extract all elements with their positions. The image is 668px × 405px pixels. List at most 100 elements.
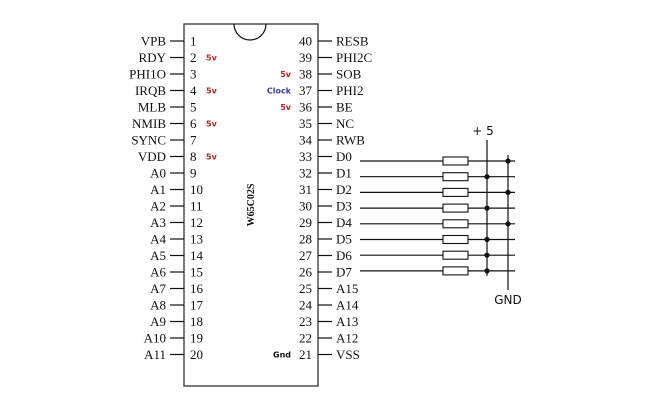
pin-name: SYNC bbox=[131, 133, 166, 148]
pin-number: 4 bbox=[190, 83, 197, 98]
pin-number: 5 bbox=[190, 100, 197, 115]
pin-name: NMIB bbox=[132, 116, 166, 131]
junction-dot bbox=[484, 236, 490, 243]
resistor bbox=[442, 219, 469, 229]
pin-name: VPB bbox=[141, 34, 167, 49]
pin-note: 5v bbox=[280, 70, 292, 79]
pin-name: D5 bbox=[336, 232, 352, 247]
data-bus-resistor-network: + 5 GND bbox=[360, 124, 522, 307]
pin-number: 22 bbox=[299, 331, 312, 346]
pin-name: PHI2 bbox=[336, 83, 363, 98]
pin-name: A11 bbox=[144, 347, 166, 362]
pin-name: MLB bbox=[138, 100, 167, 115]
pin-number: 33 bbox=[299, 149, 312, 164]
pin-number: 12 bbox=[190, 215, 203, 230]
junction-dot bbox=[484, 268, 490, 274]
pin-number: 40 bbox=[299, 34, 312, 49]
pin-5-mlb: MLB 5 bbox=[138, 100, 197, 115]
pin-number: 11 bbox=[190, 199, 203, 214]
pin-number: 2 bbox=[190, 50, 197, 65]
pin-note: 5v bbox=[206, 54, 218, 63]
pin-number: 38 bbox=[299, 67, 312, 82]
resistor bbox=[442, 234, 469, 245]
junction-dot bbox=[484, 174, 490, 180]
junction-dot bbox=[505, 189, 511, 195]
junction-dot bbox=[484, 252, 490, 258]
pin-note: 5v bbox=[280, 103, 292, 112]
resistor bbox=[442, 156, 469, 166]
pin-name: IRQB bbox=[135, 83, 166, 98]
bus-line-d3 bbox=[360, 203, 515, 213]
pin-note: 5v bbox=[206, 120, 218, 129]
pin-number: 30 bbox=[299, 199, 312, 214]
pin-number: 16 bbox=[190, 281, 204, 296]
pin-number: 14 bbox=[190, 248, 204, 263]
pin-number: 13 bbox=[190, 232, 203, 247]
resistor bbox=[442, 266, 469, 276]
pin-name: A9 bbox=[150, 314, 166, 329]
pin-name: NC bbox=[336, 116, 354, 131]
pin-number: 8 bbox=[190, 149, 197, 164]
resistor bbox=[442, 172, 469, 182]
pin-number: 26 bbox=[299, 265, 313, 280]
chip-part-number: W65C02S bbox=[246, 183, 257, 226]
pin-name: RESB bbox=[336, 34, 369, 49]
resistor bbox=[442, 250, 469, 260]
pin-name: PHI1O bbox=[129, 67, 166, 82]
pin-name: VDD bbox=[138, 149, 166, 164]
pin-number: 27 bbox=[299, 248, 313, 263]
gnd-rail-label: GND bbox=[494, 293, 522, 307]
junction-dot bbox=[505, 221, 511, 227]
pin-name: BE bbox=[336, 100, 353, 115]
pin-name: RDY bbox=[139, 50, 167, 65]
pin-name: A6 bbox=[150, 265, 166, 280]
pin-name: D6 bbox=[336, 248, 352, 263]
pin-number: 31 bbox=[299, 182, 312, 197]
pin-name: D2 bbox=[336, 182, 352, 197]
pin-number: 25 bbox=[299, 281, 312, 296]
pin-4-irqb: IRQB 4 5v bbox=[135, 83, 218, 98]
pin-name: D0 bbox=[336, 149, 352, 164]
pin-number: 34 bbox=[299, 133, 313, 148]
chip-body bbox=[183, 23, 319, 387]
pin-name: A7 bbox=[150, 281, 166, 296]
pin-name: A12 bbox=[336, 331, 358, 346]
bus-line-d1 bbox=[360, 172, 515, 182]
pin-number: 39 bbox=[299, 50, 312, 65]
pin-40-resb: RESB 40 bbox=[299, 34, 369, 49]
pin-name: A14 bbox=[336, 298, 359, 313]
pin-number: 9 bbox=[190, 166, 197, 181]
junction-dot bbox=[484, 205, 490, 211]
pin-31-d2: D2 31 bbox=[299, 182, 352, 197]
pin-note: 5v bbox=[206, 87, 218, 96]
pin-number: 32 bbox=[299, 166, 312, 181]
pin-name: D7 bbox=[336, 265, 352, 280]
pin-name: A10 bbox=[144, 331, 166, 346]
pin-33-d0: D0 33 bbox=[299, 149, 352, 164]
pin-number: 23 bbox=[299, 314, 312, 329]
pin-number: 28 bbox=[299, 232, 312, 247]
